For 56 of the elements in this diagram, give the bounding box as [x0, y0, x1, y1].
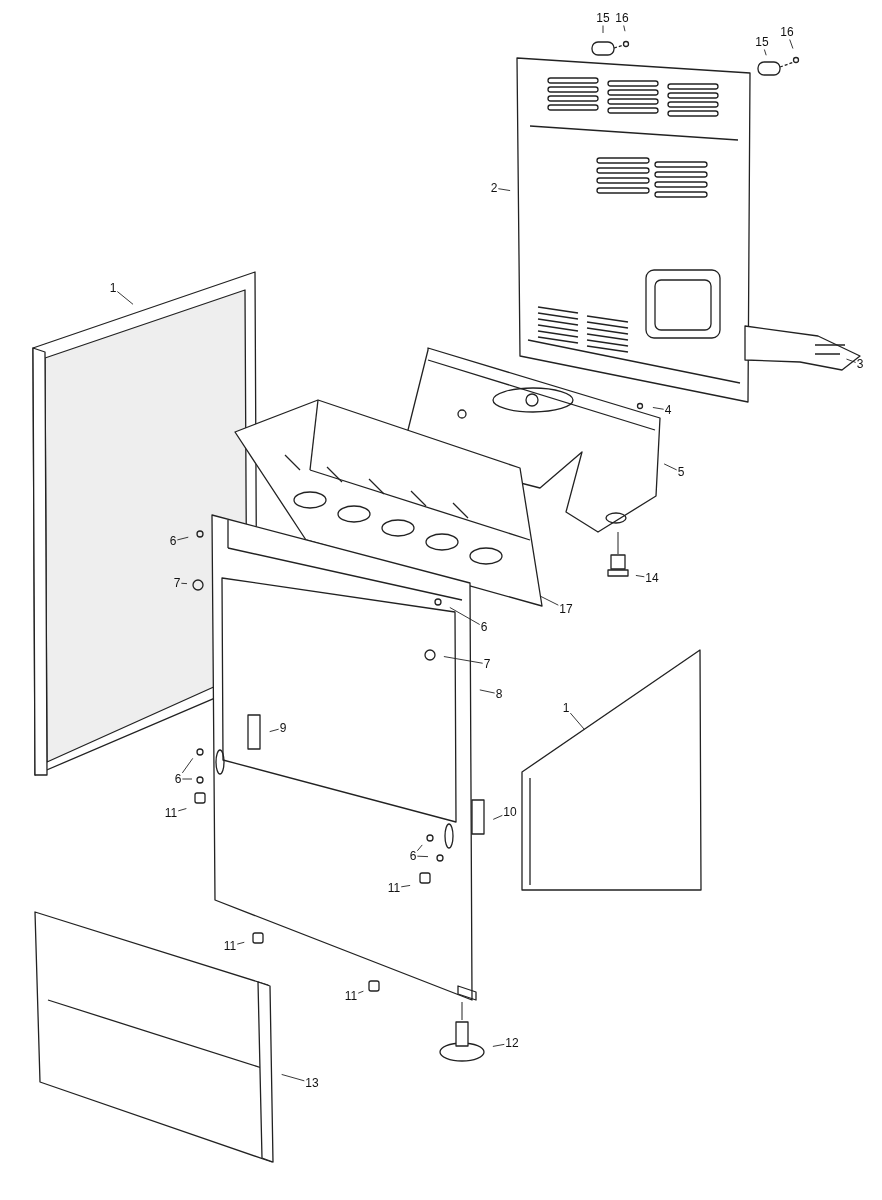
callout-number: 2	[490, 181, 498, 195]
callout-number: 10	[503, 805, 517, 819]
leader-line	[846, 358, 857, 363]
leader-line	[176, 536, 189, 541]
leader-line	[663, 463, 678, 471]
callout-number: 9	[279, 721, 287, 735]
leader-line	[449, 607, 481, 625]
leader-line	[181, 757, 194, 774]
leader-line	[492, 814, 503, 820]
callout-number: 1	[562, 701, 570, 715]
callout-number: 11	[223, 939, 237, 953]
leader-line	[569, 712, 585, 730]
leader-line	[789, 39, 794, 49]
callout-number: 3	[856, 357, 864, 371]
leader-line	[416, 844, 423, 852]
leader-line	[400, 884, 411, 888]
callout-number: 16	[780, 25, 794, 39]
callout-number: 5	[677, 465, 685, 479]
callout-number: 7	[173, 576, 181, 590]
leader-line	[269, 728, 280, 733]
leader-line	[416, 855, 429, 858]
leader-line	[177, 808, 187, 812]
callout-number: 11	[164, 806, 178, 820]
callout-number: 11	[344, 989, 358, 1003]
leader-line	[357, 990, 364, 994]
leader-line	[443, 656, 484, 664]
callout-number: 11	[387, 881, 401, 895]
callout-number: 6	[169, 534, 177, 548]
leader-line	[281, 1074, 305, 1082]
callout-number: 15	[755, 35, 769, 49]
callout-number: 16	[615, 11, 629, 25]
callout-number: 6	[174, 772, 182, 786]
callout-number: 6	[480, 620, 488, 634]
leader-line	[763, 49, 767, 56]
leader-line	[635, 574, 645, 578]
leader-line	[602, 25, 604, 34]
callout-number: 6	[409, 849, 417, 863]
callout-number: 4	[664, 403, 672, 417]
leader-line	[181, 778, 193, 780]
callout-number: 7	[483, 657, 491, 671]
leader-line	[236, 941, 245, 945]
leader-line	[479, 689, 496, 694]
callout-number: 14	[645, 571, 659, 585]
callout-number: 15	[596, 11, 610, 25]
callout-number: 1	[109, 281, 117, 295]
callout-number: 13	[305, 1076, 319, 1090]
callout-number: 12	[505, 1036, 519, 1050]
callout-number: 17	[559, 602, 573, 616]
leader-line	[497, 188, 511, 192]
leader-line	[180, 582, 188, 585]
leader-line	[492, 1043, 505, 1047]
leader-line	[623, 25, 626, 32]
leader-line	[652, 407, 665, 410]
leader-line	[116, 291, 134, 305]
callout-number: 8	[495, 687, 503, 701]
leader-line	[539, 595, 559, 606]
